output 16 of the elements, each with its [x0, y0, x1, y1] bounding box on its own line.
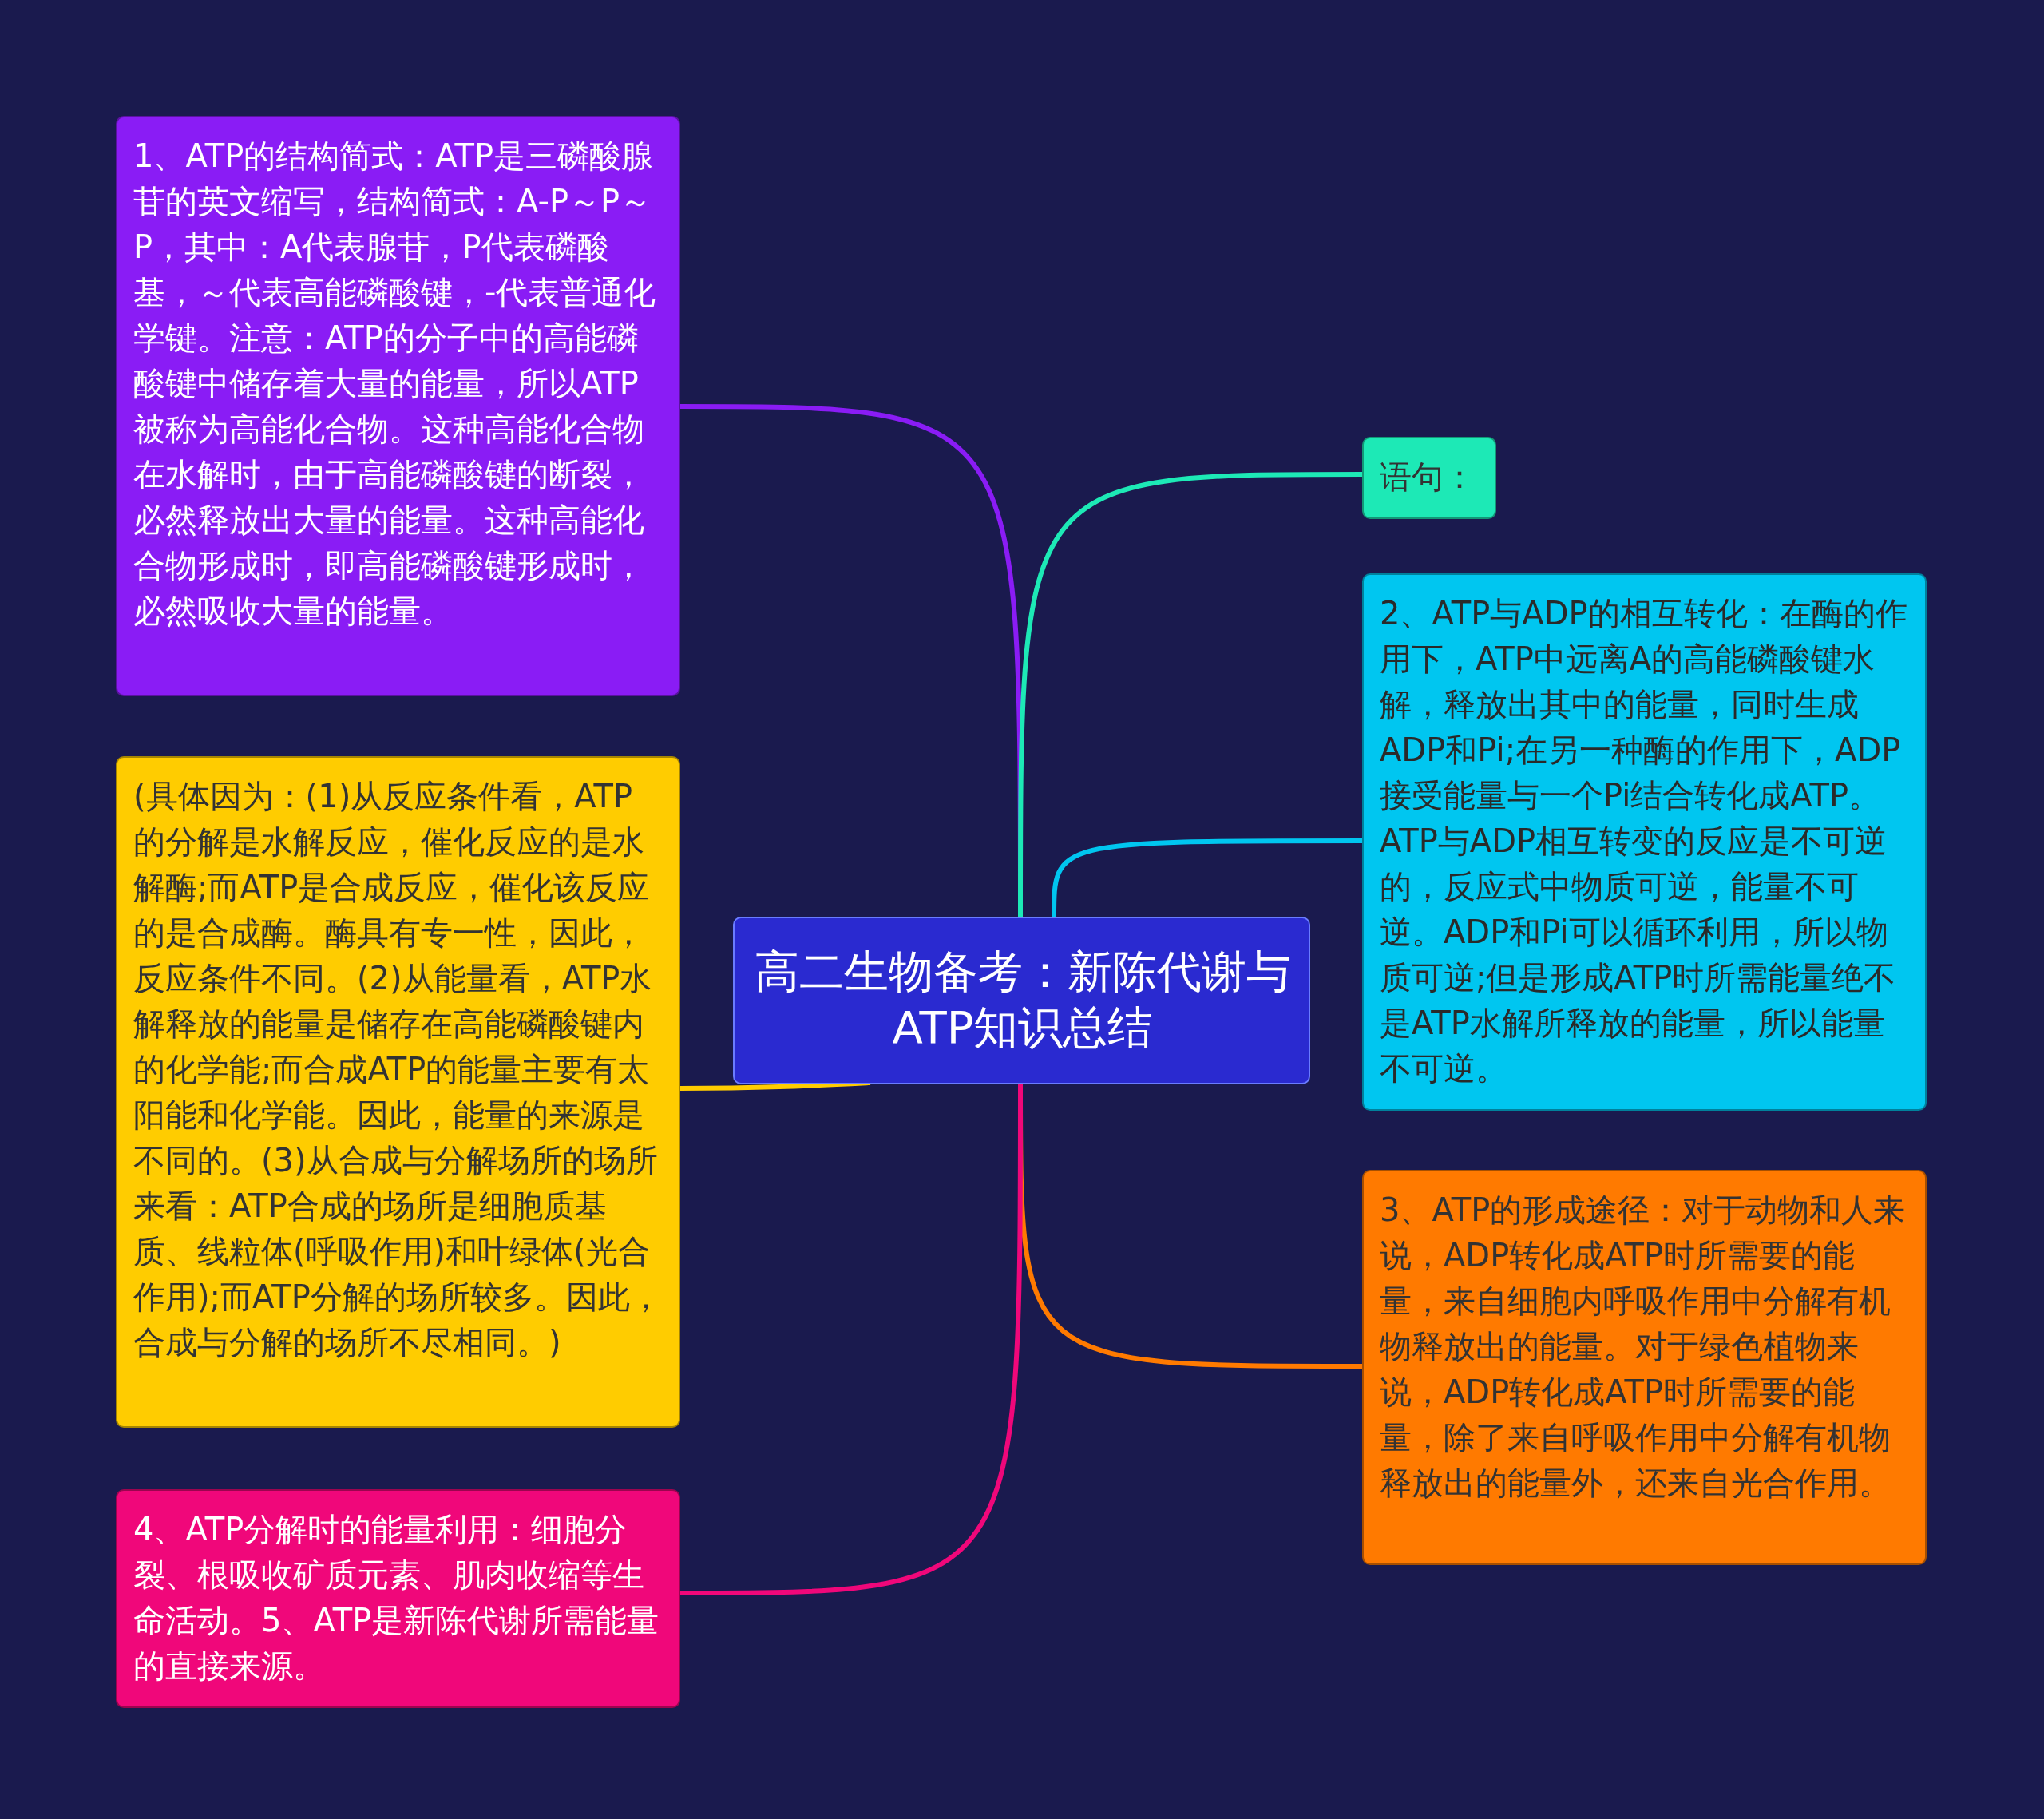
topic-text: 3、ATP的形成途径：对于动物和人来说，ADP转化成ATP时所需要的能量，来自细胞内呼吸作用中分解有机物释放出的能量。对于绿色植物来说，ADP转化成ATP时所需要的能量，除了来自呼吸作用中分解有机物释放出的能量外，还来自光合作用。 [1380, 1191, 1907, 1503]
topic-box [116, 1489, 680, 1708]
connector-curve [1018, 472, 1362, 917]
topic-text: 2、ATP与ADP的相互转化：在酶的作用下，ATP中远离A的高能磷酸键水解，释放出其中的能量，同时生成ADP和Pi;在另一种酶的作用下，ADP接受能量与一个Pi结合转化成ATP。ATP与ADP相互转变的反应是不可逆的，反应式中物质可逆，能量不可逆。ADP和Pi可以循环利用，所以物质可逆;但是形成ATP时所需能量绝不是ATP水解所释放的能量，所以能量不可逆。 [1380, 594, 1908, 1088]
topic-box [116, 756, 680, 1428]
topic-text: 1、ATP的结构简式：ATP是三磷酸腺苷的英文缩写，结构简式：A-P～P～P，其中：A代表腺苷，P代表磷酸基，～代表高能磷酸键，-代表普通化学键。注意：ATP的分子中的高能磷酸键中储存着大量的能量，所以ATP被称为高能化合物。这种高能化合物在水解时，由于高能磷酸键的断裂，必然释放出大量的能量。这种高能化合物形成时，即高能磷酸键形成时，必然吸收大量的能量。 [133, 137, 657, 631]
topic-title: 高二生物备考：新陈代谢与ATP知识总结 [753, 945, 1292, 1055]
topic-text: 4、ATP分解时的能量利用：细胞分裂、根吸收矿质元素、肌肉收缩等生命活动。5、ATP是新陈代谢所需能量的直接来源。 [133, 1510, 660, 1686]
topic-text: (具体因为：(1)从反应条件看，ATP的分解是水解反应，催化反应的是水解酶;而ATP是合成反应，催化该反应的是合成酶。酶具有专一性，因此，反应条件不同。(2)从能量看，ATP水解释放的能量是储存在高能磷酸键内的化学能;而合成ATP的能量主要有太阳能和化学能。因此，能量的来源是不同的。(3)从合成与分解场所的场所来看：ATP合成的场所是细胞质基质、线粒体(呼吸作用)和叶绿体(光合作用);而ATP分解的场所较多。因此，合成与分解的场所不尽相同。) [133, 777, 663, 1362]
topic-box [1362, 1170, 1927, 1565]
connector-curve [1052, 838, 1362, 917]
topic-box [1362, 437, 1496, 519]
central-topic-box [733, 917, 1310, 1084]
topic-box [116, 116, 680, 696]
topic-text: 语句： [1380, 458, 1476, 497]
connector-curve [680, 1084, 1023, 1595]
